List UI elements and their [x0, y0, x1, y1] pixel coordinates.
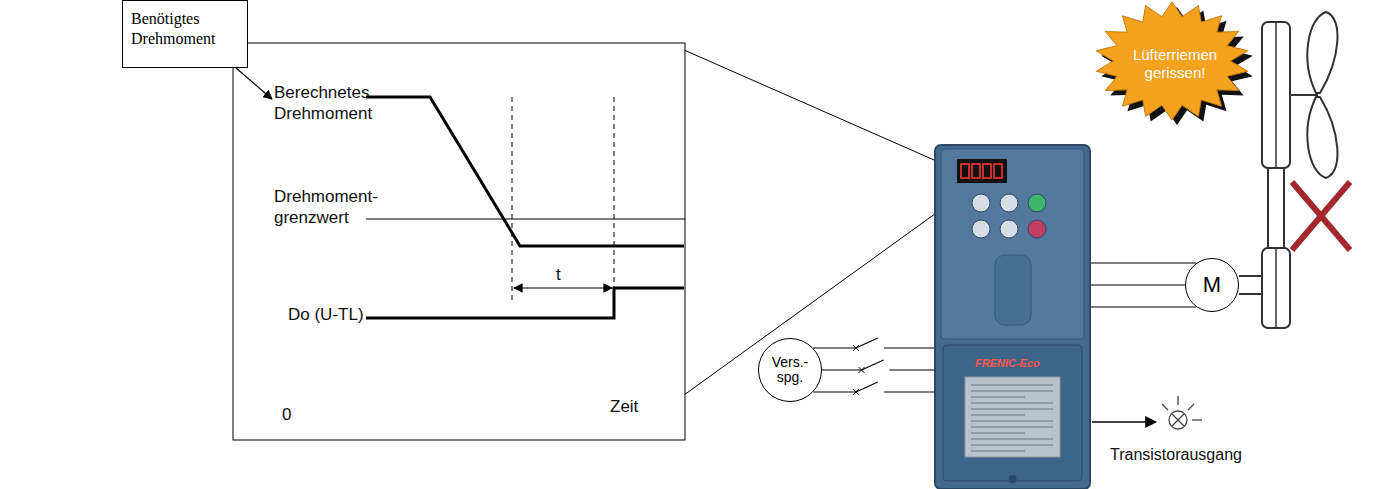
node-text: Vers.- spg.: [765, 355, 815, 385]
sticker-line: [971, 403, 1053, 404]
sticker-line: [971, 385, 1053, 386]
time-marker: [614, 97, 615, 300]
wire: [813, 338, 935, 348]
wire: [1090, 284, 1185, 285]
keypad-button: [1028, 220, 1046, 238]
display-digit: [961, 164, 969, 178]
device-front: [941, 149, 1084, 339]
time-marker: [512, 97, 513, 300]
note-box: Benötigtes Drehmoment: [122, 0, 248, 68]
display-digit: [983, 164, 991, 178]
sticker-line: [971, 451, 1025, 452]
sticker-line: [971, 427, 1053, 428]
keypad-button: [1000, 220, 1018, 238]
sticker-line: [971, 433, 1025, 434]
motor-shaft: [1239, 275, 1264, 277]
output-label: Transistorausgang: [1110, 444, 1310, 465]
delay-label: t: [556, 264, 576, 285]
wire: [1090, 262, 1196, 263]
output-signal: [366, 288, 684, 318]
sticker-line: [971, 409, 1053, 410]
power-wires: [813, 338, 935, 395]
signal-name: Do (U-TL): [288, 304, 398, 325]
sticker-line: [971, 445, 1053, 446]
node-text: M: [1203, 272, 1221, 298]
sticker-line: [971, 415, 1025, 416]
alarm-starburst: Lüfterriemen gerissen!: [1095, 2, 1255, 126]
axis-label: Zeit: [610, 396, 670, 417]
fan-shaft: [1290, 94, 1318, 96]
callout-line: [684, 50, 975, 178]
sticker-line: [971, 397, 1025, 398]
broken-mark: [1292, 182, 1350, 250]
lower-cover: [943, 345, 1082, 481]
keypad-button: [1028, 194, 1046, 212]
power-wires: [1090, 263, 1196, 307]
sticker-line: [971, 439, 1053, 440]
wire: [1090, 306, 1196, 307]
axis-label: Drehmoment- grenzwert: [274, 186, 382, 228]
fan-blade: [1307, 97, 1337, 178]
axis-origin: 0: [282, 404, 302, 425]
output-arrow: [1092, 421, 1156, 423]
keypad-button: [1000, 194, 1018, 212]
fan-pulley: [1262, 22, 1290, 168]
starburst-fill: [1096, 2, 1248, 120]
keypad-button: [972, 220, 990, 238]
leader-line: [236, 68, 272, 99]
wire: [813, 382, 935, 392]
device-body: [935, 145, 1090, 489]
device-cover: [995, 255, 1031, 325]
node-text: FRENIC-Eco: [975, 357, 1040, 370]
keypad-button: [972, 194, 990, 212]
axis-label: Berechnetes Drehmoment: [274, 82, 374, 124]
delay-arrow: [514, 287, 612, 288]
inverter-drawing: [935, 145, 1090, 489]
lamp-symbol: [1162, 396, 1202, 429]
torque-curve: [366, 97, 684, 246]
node-text: Benötigtes Drehmoment: [131, 9, 239, 49]
sticker-line: [971, 391, 1053, 392]
supply-circle: Vers.- spg.: [758, 338, 822, 402]
motor-pulley: [1262, 248, 1290, 328]
node-text: Lüfterriemen gerissen!: [1125, 46, 1225, 82]
fan-blade: [1307, 12, 1337, 93]
display-digit: [972, 164, 980, 178]
torque-limit-line: [366, 219, 685, 220]
callout-line: [684, 185, 975, 395]
pulley-groove: [1275, 248, 1277, 328]
display-digit: [994, 164, 1002, 178]
device-screw: [1009, 475, 1017, 483]
wire: [822, 360, 935, 370]
belt: [1283, 168, 1285, 248]
belt: [1267, 168, 1269, 248]
inverter-device: FRENIC-Eco: [935, 145, 1090, 489]
device-display: [957, 159, 1007, 183]
warning-sticker: [965, 377, 1060, 457]
motor-circle: M: [1185, 258, 1239, 312]
pulley-groove: [1275, 22, 1277, 168]
sticker-line: [971, 421, 1053, 422]
chart-panel: [233, 43, 685, 440]
motor-shaft: [1239, 293, 1264, 295]
broken-mark: [1292, 182, 1350, 250]
